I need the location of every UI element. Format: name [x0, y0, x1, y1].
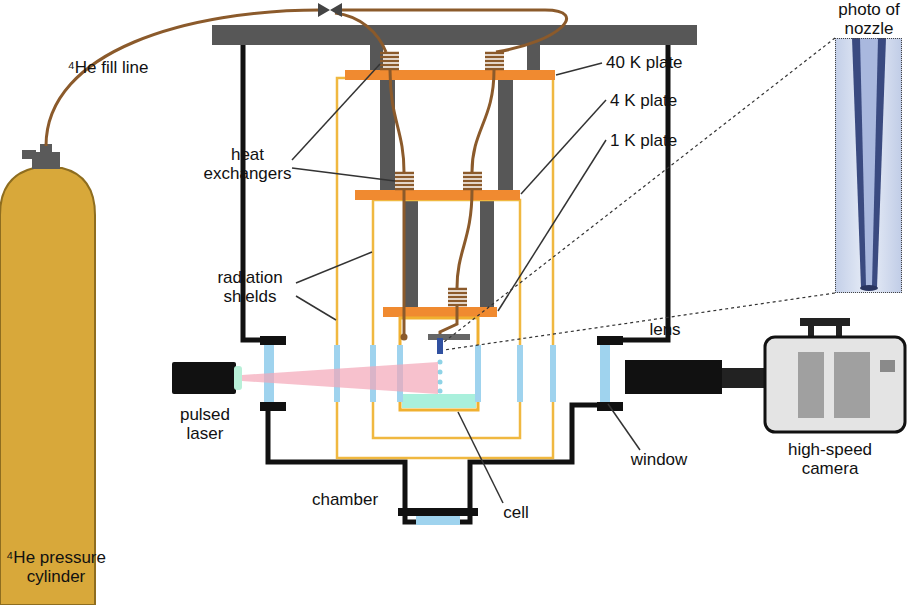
part-label: heat exchangers [200, 145, 295, 183]
photo-frame: photo of nozzle [835, 38, 902, 293]
thermal-plate [345, 70, 555, 317]
part-label: cell [488, 503, 544, 522]
valve-symbol [318, 3, 342, 17]
part-label: ⁴He fill line [66, 58, 150, 77]
photo-heading: photo of nozzle [814, 1, 909, 38]
lens-mount [722, 368, 767, 388]
laser-beam [242, 362, 438, 394]
high-speed-camera [765, 318, 905, 432]
camera-lens [625, 360, 722, 394]
nozzle-photo [835, 38, 902, 293]
zoom-line [444, 38, 835, 350]
droplet [438, 360, 443, 394]
part-label: lens [640, 320, 690, 339]
vacuum-chamber [243, 45, 668, 522]
window [600, 345, 610, 402]
pressure-cylinder [0, 144, 95, 605]
part-label: radiation shields [205, 268, 295, 306]
nozzle [437, 338, 443, 354]
part-label: 40 K plate [606, 53, 716, 72]
part-label: window [622, 450, 696, 469]
window [416, 516, 460, 525]
part-label: ⁴He pressure cylinder [0, 548, 112, 586]
part-label: 4 K plate [610, 91, 720, 110]
fill-line [46, 10, 567, 336]
part-label: high-speed camera [775, 440, 885, 478]
radiation-shield [337, 78, 553, 458]
pulsed-laser [172, 362, 236, 394]
part-label: chamber [300, 490, 390, 509]
top-plate [212, 25, 697, 45]
leader-line [292, 63, 640, 503]
nozzle-holder [428, 334, 470, 340]
laser-aperture [234, 366, 242, 390]
part-label: 1 K plate [610, 131, 720, 150]
heat-exchanger-coil [380, 53, 504, 305]
pipe-end [401, 334, 408, 341]
part-label: pulsed laser [163, 405, 247, 443]
support-column [370, 45, 540, 307]
